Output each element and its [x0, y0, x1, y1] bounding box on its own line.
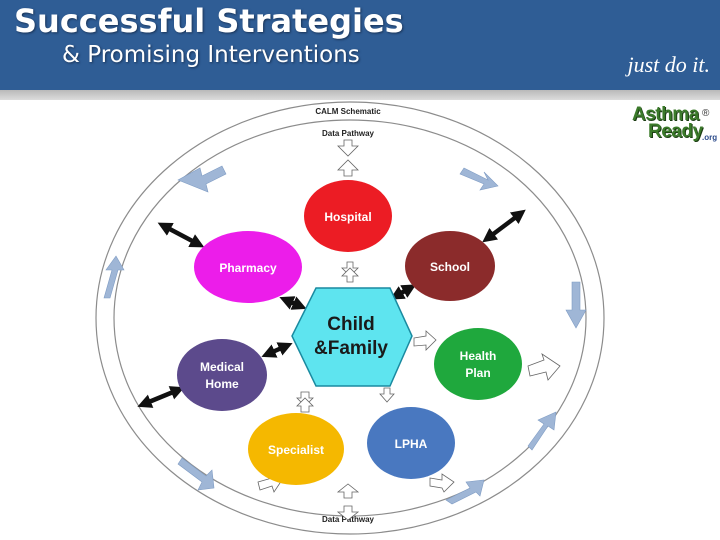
black-connector [157, 222, 205, 248]
flow-arrow [177, 165, 227, 193]
health-plan-node [434, 328, 522, 400]
black-connector [261, 342, 293, 358]
logo-word-ready: Ready [648, 121, 703, 142]
black-connector [279, 296, 307, 310]
health-plan-label-line1: Health [460, 349, 497, 363]
white-connector [337, 139, 359, 157]
schematic-title: CALM Schematic [315, 107, 381, 116]
white-connector [379, 387, 395, 403]
lpha-node [367, 407, 455, 479]
child-family-hexagon [291, 287, 413, 387]
data-pathway-top-label: Data Pathway [322, 129, 375, 138]
health-plan-label-line2: Plan [465, 366, 490, 380]
black-connector [482, 209, 526, 243]
specialist-node [248, 413, 344, 485]
black-connectors [137, 209, 526, 408]
hospital-label: Hospital [324, 210, 371, 224]
white-connector [527, 353, 561, 381]
specialist-label: Specialist [268, 443, 324, 457]
logo-suffix: .org [702, 133, 718, 142]
page-title: Successful Strategies [14, 2, 404, 40]
flow-arrows [103, 165, 587, 505]
flow-arrow [565, 281, 587, 329]
black-connector [137, 386, 185, 408]
center-label-line2: &Family [314, 338, 388, 359]
white-connector [336, 483, 360, 499]
black-connector [389, 284, 417, 300]
tagline: just do it. [627, 52, 710, 77]
hospital-node [304, 180, 392, 252]
white-connector [336, 505, 360, 521]
header-divider [0, 90, 720, 100]
header-bar [0, 0, 720, 90]
flow-arrow [177, 457, 215, 491]
center-label-line1: Child [327, 314, 375, 335]
flow-arrow [445, 479, 485, 505]
white-connector [429, 473, 455, 493]
flow-arrow [103, 255, 125, 299]
white-connector [337, 159, 359, 177]
medical-home-node [177, 339, 267, 411]
pharmacy-label: Pharmacy [219, 261, 277, 275]
flow-arrow [459, 167, 499, 191]
school-node [405, 231, 495, 301]
flow-arrow [527, 411, 557, 451]
asthma-ready-logo: Asthma Ready .org ® [630, 104, 718, 148]
school-label: School [430, 260, 470, 274]
registered-mark: ® [702, 108, 710, 119]
white-connector [296, 397, 314, 413]
white-connector [341, 267, 359, 283]
white-connector [413, 330, 437, 351]
outer-ring [95, 101, 605, 535]
logo-word-asthma: Asthma [632, 104, 699, 125]
medical-home-label-line2: Home [205, 377, 239, 391]
pharmacy-node [194, 231, 302, 303]
page-subtitle: & Promising Interventions [62, 42, 360, 68]
lpha-label: LPHA [395, 437, 428, 451]
medical-home-label-line1: Medical [200, 360, 244, 374]
